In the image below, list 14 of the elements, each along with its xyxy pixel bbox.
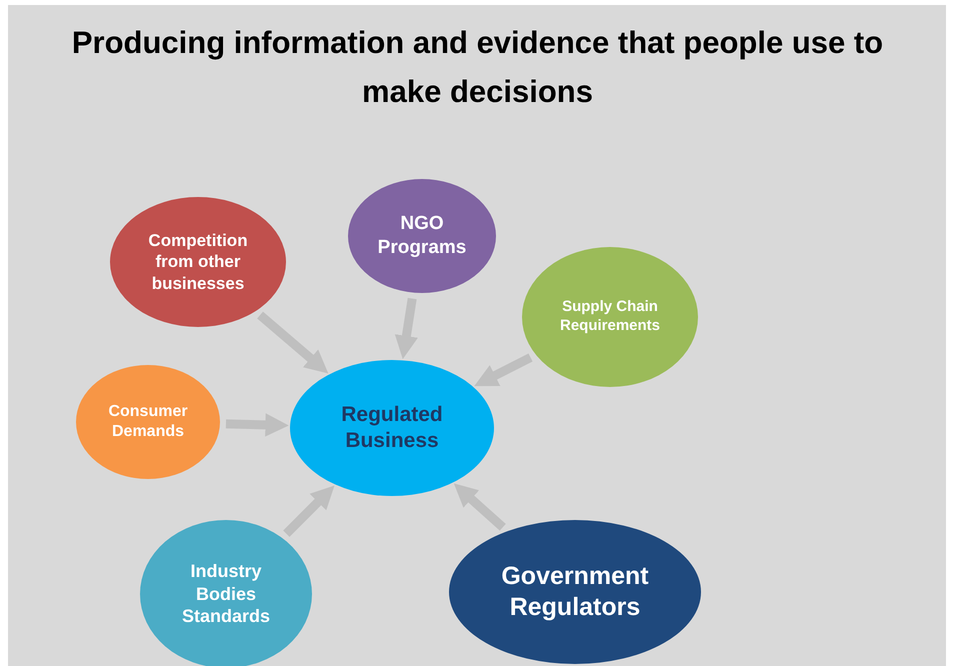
node-label: Government Regulators — [500, 560, 650, 623]
node-label: Industry Bodies Standards — [180, 560, 272, 628]
block-arrow — [283, 485, 335, 537]
block-arrow — [257, 312, 328, 374]
node-label: Consumer Demands — [107, 402, 189, 442]
block-arrow — [474, 353, 533, 386]
node-label: NGO Programs — [376, 212, 468, 260]
block-arrow — [226, 413, 289, 437]
block-arrow — [394, 298, 418, 360]
node-label: Competition from other businesses — [147, 230, 249, 294]
node-label: Supply Chain Requirements — [558, 298, 662, 336]
title: Producing information and evidence that people use to make decisions — [70, 24, 884, 111]
node-label: Regulated Business — [340, 402, 444, 454]
block-arrow — [454, 483, 506, 531]
